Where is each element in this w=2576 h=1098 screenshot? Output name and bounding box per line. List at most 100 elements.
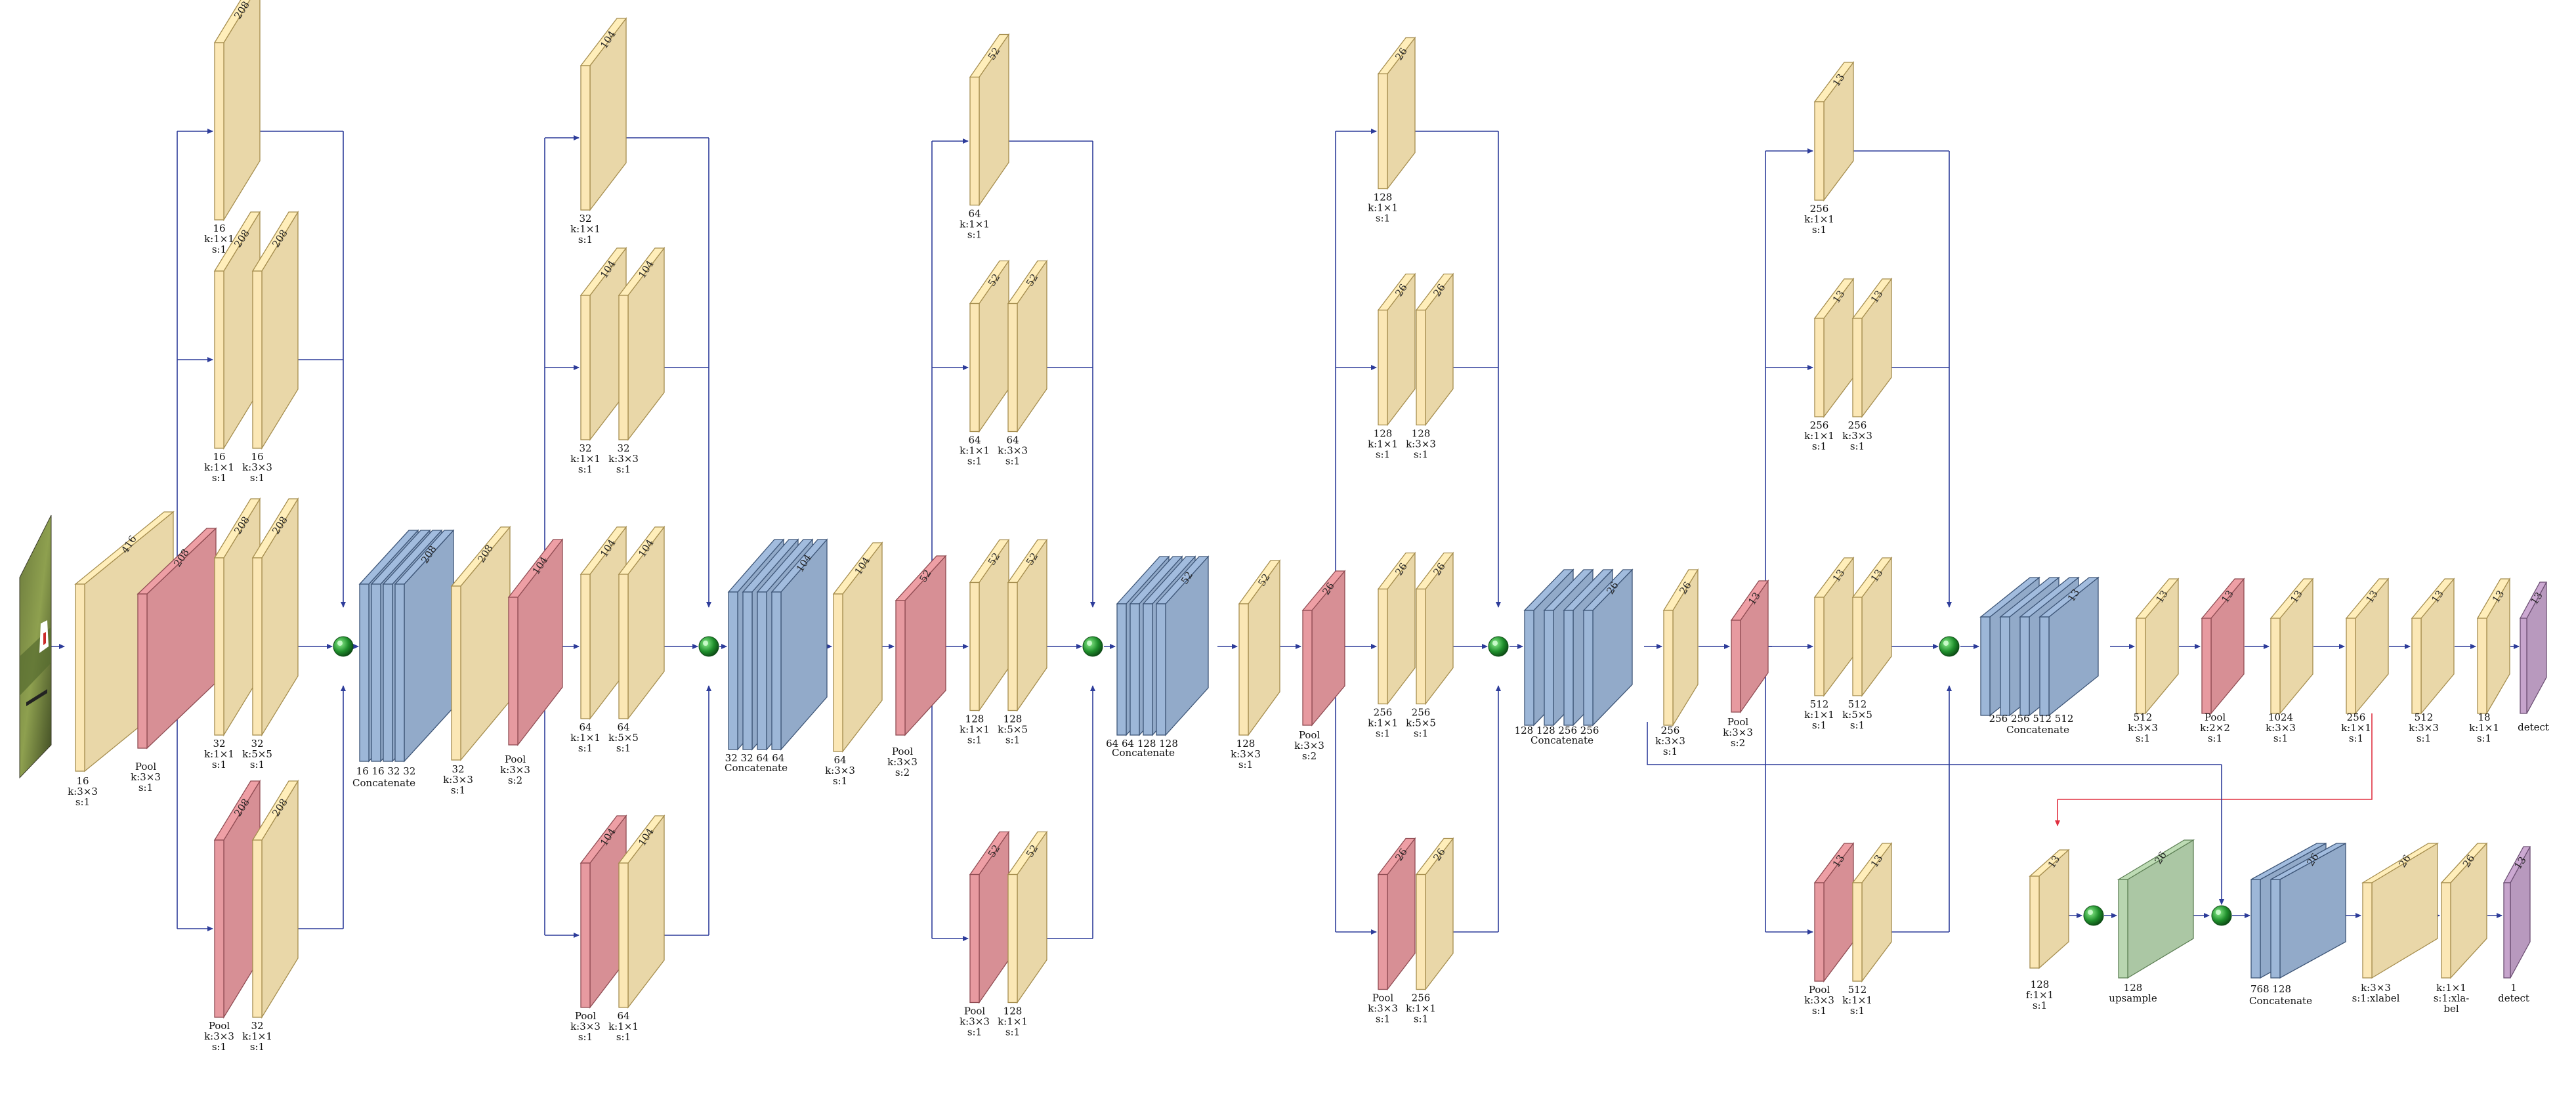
block-3-mid-a-label-line: 128 xyxy=(965,713,984,725)
block-1-upper-conv-b: 208 xyxy=(251,210,299,450)
pool-4-label-line: k:3×3 xyxy=(1294,740,1324,751)
upsample-label-line: upsample xyxy=(2109,992,2157,1004)
block-3-pool-label-line: k:3×3 xyxy=(960,1016,990,1028)
block-4-mid-a-label-line: 256 xyxy=(1374,707,1393,719)
conv-7-layer: 13 xyxy=(2270,578,2314,715)
block-3-top-conv: 52 xyxy=(969,33,1010,207)
block-5-top-label-line: 256 xyxy=(1810,203,1829,215)
block-3-upper-b-label-line: k:3×3 xyxy=(998,445,1028,457)
conv-8-label-line: 256 xyxy=(2347,711,2366,723)
conv-5-layer: 26 xyxy=(1662,568,1699,727)
block-4-top-label-line: s:1 xyxy=(1376,213,1390,224)
block-3-upper-a-label-line: k:1×1 xyxy=(960,445,990,457)
block-3-mid-a-label-line: s:1 xyxy=(967,734,982,746)
block-2-upper-a-label-line: k:1×1 xyxy=(570,453,601,465)
block-1-pool-conv-label-line: 32 xyxy=(251,1020,263,1032)
block-1-mid-a-label-line: s:1 xyxy=(212,759,226,771)
pool-3-layer: 52 xyxy=(895,555,947,736)
block-4-upper-a-label-line: k:1×1 xyxy=(1368,438,1398,450)
concat-1-slice-3: 208 xyxy=(394,529,455,763)
conv-6-label-line: 512 xyxy=(2134,711,2153,723)
block-4-upper-b-label-line: s:1 xyxy=(1414,449,1428,461)
block-3-mid-b-label-line: k:5×5 xyxy=(998,724,1028,736)
conv-13-label-line: bel xyxy=(2443,1003,2459,1015)
conv-4-label-line: s:1 xyxy=(1238,759,1253,771)
block-5-upper-a-label-line: k:1×1 xyxy=(1804,430,1834,442)
block-2-mid-b-label-line: k:5×5 xyxy=(608,732,639,744)
block-4-sum-node xyxy=(1488,636,1509,657)
block-3-pool-label-line: Pool xyxy=(964,1005,986,1017)
conv-12-label-line: s:1:xlabel xyxy=(2352,992,2400,1004)
block-1-pool-label-line: Pool xyxy=(209,1020,230,1032)
concat-4-dims: 128 128 256 256 xyxy=(1515,725,1599,736)
block-4-pool-conv-label-line: s:1 xyxy=(1414,1013,1428,1025)
conv-8-label-line: s:1 xyxy=(2349,732,2363,744)
block-5-pool-conv-label-line: 512 xyxy=(1848,984,1867,996)
conv-10-layer: 13 xyxy=(2476,577,2511,715)
pool-5-label-line: k:3×3 xyxy=(1723,727,1753,738)
conv-3-label-line: 64 xyxy=(834,754,846,766)
conv-8-label-line: k:1×1 xyxy=(2341,722,2371,734)
block-5-upper-b-label-line: k:3×3 xyxy=(1842,430,1872,442)
block-2-upper-b-label-line: k:3×3 xyxy=(608,453,639,465)
sum-nodes xyxy=(333,636,2232,926)
block-5-branch-pool: 13 xyxy=(1813,842,1855,982)
block-2-branch-pool-conv: 104 xyxy=(618,814,665,1009)
conv-13-label-line: k:1×1 xyxy=(2436,982,2466,994)
concat-4-slice-3: 26 xyxy=(1582,568,1634,727)
block-3-upper-b-label-line: s:1 xyxy=(1005,455,1020,467)
pool-2-label-line: k:3×3 xyxy=(500,764,530,776)
conv-4-label-line: 128 xyxy=(1236,738,1256,750)
block-5-branch-pool-conv: 13 xyxy=(1851,842,1893,982)
block-1-top-label-line: k:1×1 xyxy=(204,233,234,245)
block-4-upper-conv-a: 26 xyxy=(1377,272,1416,427)
connector-line xyxy=(2058,713,2373,800)
concat-6-dims: 768 128 xyxy=(2250,983,2291,995)
conv-11-label-line: 128 xyxy=(2031,979,2050,990)
block-2-sum-node xyxy=(698,636,719,657)
conv-11-label-line: f:1×1 xyxy=(2026,989,2054,1001)
block-3-upper-a-label-line: 64 xyxy=(968,434,981,446)
block-5-pool-label-line: s:1 xyxy=(1812,1005,1826,1017)
concat-3-dims: 64 64 128 128 xyxy=(1106,738,1178,750)
block-2-mid-conv-a: 104 xyxy=(580,526,627,720)
block-3-pool-label-line: s:1 xyxy=(967,1026,982,1038)
block-4-upper-conv-b: 26 xyxy=(1415,272,1454,427)
block-2-mid-a-label-line: k:1×1 xyxy=(570,732,601,744)
conv-2-layer: 208 xyxy=(450,526,511,761)
pool-6-label-line: k:2×2 xyxy=(2200,722,2230,734)
input-conv-label-line: 16 xyxy=(76,775,89,787)
block-5-mid-b-label-line: s:1 xyxy=(1850,719,1865,731)
block-2-upper-conv-a: 104 xyxy=(580,247,627,441)
pool-5-label-line: Pool xyxy=(1727,716,1749,728)
block-1-upper-a-label-line: s:1 xyxy=(212,472,226,484)
block-5-upper-b-label-line: s:1 xyxy=(1850,440,1865,452)
block-1-mid-b-label-line: s:1 xyxy=(250,759,264,771)
concat-2-slice-3: 104 xyxy=(771,538,828,751)
block-3-sum-node xyxy=(1082,636,1103,657)
pool-1-label-line: Pool xyxy=(135,761,157,772)
conv-10-label-line: 18 xyxy=(2478,711,2490,723)
conv-9-label-line: 512 xyxy=(2415,711,2434,723)
pool-4-label-line: Pool xyxy=(1299,729,1320,741)
block-4-mid-b-label-line: k:5×5 xyxy=(1406,717,1436,729)
block-1-top-label-line: 16 xyxy=(213,222,225,234)
block-1-pool-conv-label-line: s:1 xyxy=(250,1041,264,1053)
pool-3-label-line: s:2 xyxy=(895,767,910,778)
block-5-top-conv: 13 xyxy=(1813,61,1855,201)
block-2-mid-conv-b: 104 xyxy=(618,526,665,720)
concat-1-dims: 16 16 32 32 xyxy=(356,765,416,777)
conv-7-label-line: 1024 xyxy=(2268,711,2293,723)
block-3-mid-conv-a: 52 xyxy=(969,538,1010,712)
concat-6-label-line: Concatenate xyxy=(2249,995,2312,1007)
block-3-pool-conv-label-line: 128 xyxy=(1003,1005,1023,1017)
block-5-upper-conv-b: 13 xyxy=(1851,278,1893,418)
block-4-mid-a-label-line: s:1 xyxy=(1376,728,1390,740)
block-3-pool-conv-label-line: s:1 xyxy=(1005,1026,1020,1038)
block-4-pool-label-line: s:1 xyxy=(1376,1013,1390,1025)
conv-9-layer: 13 xyxy=(2411,578,2455,715)
block-1-pool-label-line: k:3×3 xyxy=(204,1030,234,1042)
pool-5-label-line: s:2 xyxy=(1731,737,1745,749)
block-1-mid-b-label-line: k:5×5 xyxy=(242,748,272,760)
block-1-mid-a-label-line: 32 xyxy=(213,738,225,750)
